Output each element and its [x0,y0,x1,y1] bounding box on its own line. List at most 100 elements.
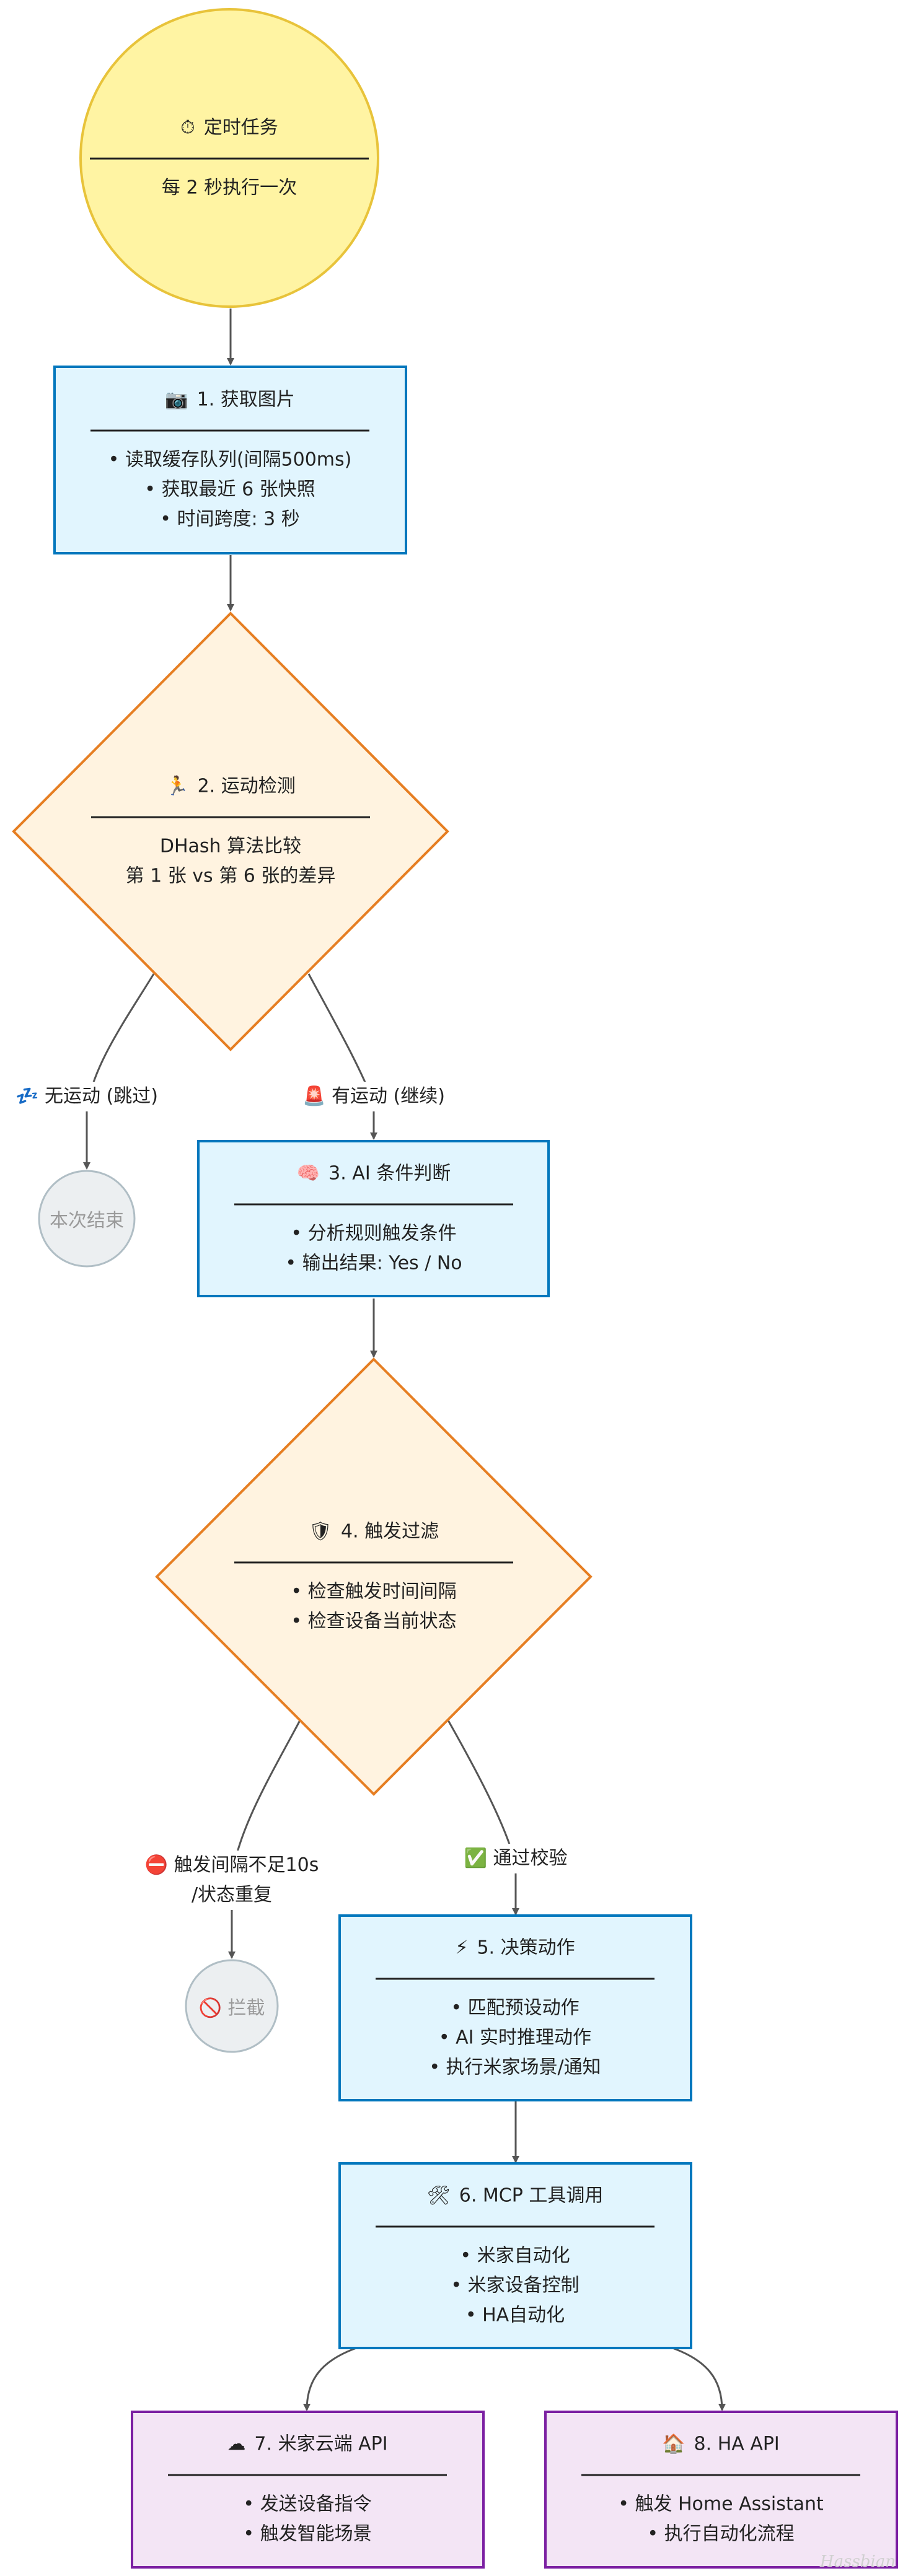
motion-line-2: 第 1 张 vs 第 6 张的差异 [125,865,336,887]
filter-title-text: 4. 触发过滤 [340,1520,439,1543]
house-icon: 🏠 [662,2433,685,2455]
shield-icon: 🛡 [308,1520,332,1543]
timer-node-label: ⏱ 定时任务 每 2 秒执行一次 [90,113,369,203]
decision-node-shape [338,1914,692,2101]
decision-line-1: • 匹配预设动作 [451,1997,580,2019]
mijia-api-divider [168,2474,447,2476]
filter-line-1: • 检查触发时间间隔 [291,1580,457,1603]
ai-judge-node-label: 🧠 3. AI 条件判断 • 分析规则触发条件 • 输出结果: Yes / No [234,1159,513,1279]
no-entry-icon: ⛔ [144,1854,168,1876]
ha-api-line-2: • 执行自动化流程 [647,2523,795,2545]
mijia-api-title-text: 7. 米家云端 API [254,2433,388,2455]
edge-mcp-ha [672,2347,726,2411]
blocked-line-1: ⛔ 触发间隔不足10s [145,1851,319,1880]
mijia-api-line-2: • 触发智能场景 [243,2523,372,2545]
decision-node-title: ⚡ 5. 决策动作 [376,1934,655,1963]
has-motion-text: 有运动 (继续) [331,1085,445,1107]
ai-judge-node-title: 🧠 3. AI 条件判断 [234,1159,513,1189]
edge-label-has-motion: 🚨 有运动 (继续) [302,1082,445,1111]
block-text: 拦截 [227,1997,265,2019]
timer-node-title: ⏱ 定时任务 [90,113,369,143]
edge-filter-decision [446,1719,519,1916]
decision-line-3: • 执行米家场景/通知 [429,2056,601,2079]
motion-node-shape [12,611,449,1051]
watermark-logo: Hassbian [819,2552,896,2571]
no-motion-text: 无运动 (跳过) [44,1085,158,1107]
fetch-line-1: • 读取缓存队列(间隔500ms) [108,449,352,471]
filter-line-2: • 检查设备当前状态 [291,1610,457,1632]
mijia-api-line-1: • 发送设备指令 [243,2493,372,2515]
fetch-title-text: 1. 获取图片 [196,388,295,411]
timer-divider [90,157,369,160]
blocked-line-2: /状态重复 [191,1884,273,1906]
blocked-text-1: 触发间隔不足10s [174,1854,319,1876]
edge-filter-block [228,1719,302,1959]
fetch-line-3: • 时间跨度: 3 秒 [160,508,300,530]
stopwatch-icon: ⏱ [180,116,195,139]
lightning-icon: ⚡ [455,1937,469,1959]
mcp-node-label: 🛠 6. MCP 工具调用 • 米家自动化 • 米家设备控制 • HA自动化 [376,2181,655,2331]
decision-node-label: ⚡ 5. 决策动作 • 匹配预设动作 • AI 实时推理动作 • 执行米家场景/通… [376,1934,655,2083]
check-mark-icon: ✅ [464,1847,487,1869]
running-person-icon: 🏃 [165,775,189,797]
zzz-icon: 💤 [15,1085,39,1107]
motion-node-label: 🏃 2. 运动检测 DHash 算法比较 第 1 张 vs 第 6 张的差异 [91,772,370,892]
brain-icon: 🧠 [296,1162,320,1185]
ha-api-node-label: 🏠 8. HA API • 触发 Home Assistant • 执行自动化流程 [581,2430,860,2549]
edge-mcp-mijia [303,2347,357,2411]
decision-divider [376,1978,655,1980]
filter-node-label: 🛡 4. 触发过滤 • 检查触发时间间隔 • 检查设备当前状态 [234,1517,513,1637]
mijia-api-node-title: ☁ 7. 米家云端 API [168,2430,447,2460]
ha-api-node-title: 🏠 8. HA API [581,2430,860,2460]
end-skip-node-label: 本次结束 [50,1210,124,1232]
cloud-icon: ☁ [227,2433,246,2455]
timer-line-1: 每 2 秒执行一次 [161,177,298,199]
mcp-title-text: 6. MCP 工具调用 [459,2184,604,2207]
edge-motion-ai [307,973,377,1140]
motion-line-1: DHash 算法比较 [159,835,302,857]
edge-label-blocked: ⛔ 触发间隔不足10s /状态重复 [144,1851,319,1910]
fetch-node-title: 📷 1. 获取图片 [90,385,369,415]
mijia-api-node-shape [131,2411,485,2569]
block-node-label: 🚫 拦截 [199,1992,265,2020]
edges [83,309,726,2411]
mcp-node-shape [338,2162,692,2349]
mcp-divider [376,2225,655,2228]
ha-api-divider [581,2474,860,2476]
passed-text: 通过校验 [493,1847,568,1869]
filter-node-title: 🛡 4. 触发过滤 [234,1517,513,1547]
block-node-shape [185,1959,279,2053]
decision-line-2: • AI 实时推理动作 [438,2026,592,2049]
mijia-api-node-label: ☁ 7. 米家云端 API • 发送设备指令 • 触发智能场景 [168,2430,447,2549]
ai-judge-line-2: • 输出结果: Yes / No [285,1252,462,1274]
end-skip-node-shape [38,1170,136,1268]
ai-judge-node-shape [197,1140,550,1297]
camera-icon: 📷 [165,388,188,411]
ha-api-node-shape [544,2411,898,2569]
siren-icon: 🚨 [302,1085,326,1107]
mcp-node-title: 🛠 6. MCP 工具调用 [376,2181,655,2211]
mcp-line-3: • HA自动化 [465,2304,565,2326]
edge-motion-end [83,973,155,1170]
ha-api-line-1: • 触发 Home Assistant [618,2493,824,2515]
mcp-line-2: • 米家设备控制 [451,2274,580,2297]
fetch-line-2: • 获取最近 6 张快照 [144,478,315,501]
fetch-divider [90,429,369,432]
filter-node-shape [155,1357,593,1796]
fetch-node-label: 📷1. 获取图片 • 读取缓存队列(间隔500ms) • 获取最近 6 张快照 … [90,385,369,535]
ha-api-title-text: 8. HA API [694,2433,780,2455]
decision-title-text: 5. 决策动作 [477,1937,575,1959]
tools-icon: 🛠 [426,2184,451,2207]
prohibited-icon: 🚫 [198,1997,222,2019]
filter-divider [234,1561,513,1564]
motion-title-text: 2. 运动检测 [197,775,296,797]
fetch-node-shape [53,366,407,554]
ai-judge-divider [234,1203,513,1206]
ai-judge-line-1: • 分析规则触发条件 [291,1222,457,1245]
timer-title-text: 定时任务 [203,116,278,139]
ai-judge-title-text: 3. AI 条件判断 [328,1162,451,1185]
motion-node-title: 🏃 2. 运动检测 [91,772,370,802]
mcp-line-1: • 米家自动化 [460,2245,570,2267]
edge-label-no-motion: 💤 无运动 (跳过) [15,1082,158,1111]
motion-divider [91,816,370,818]
